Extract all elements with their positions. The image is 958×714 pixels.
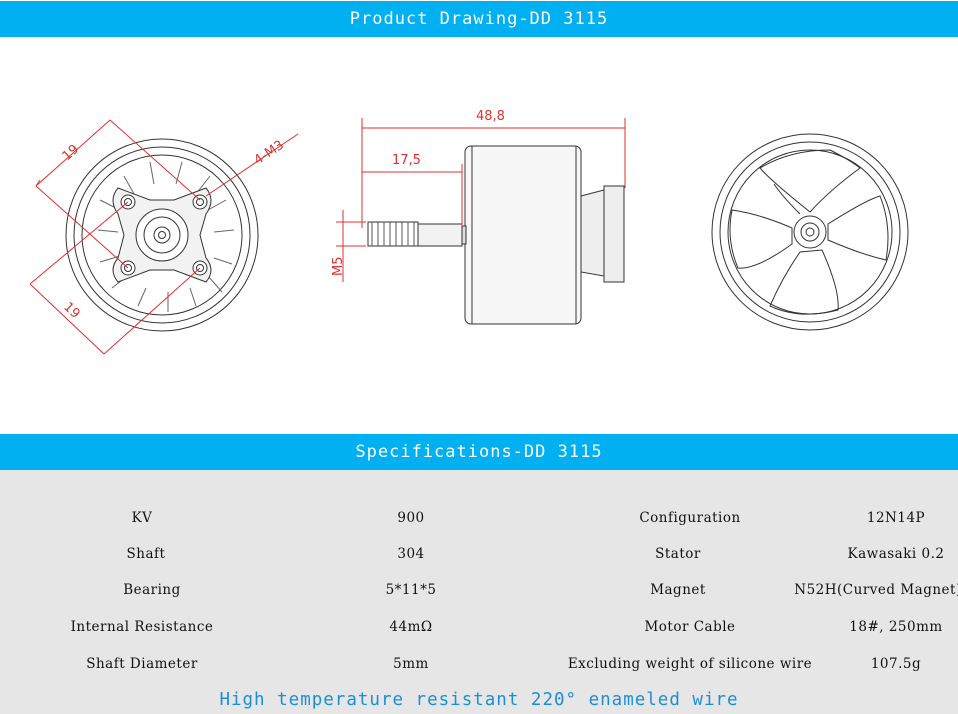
spec-label: KV [131,510,153,526]
specifications-title: Specifications-DD 3115 [355,442,603,462]
dim-shaft-length: 17,5 [392,153,421,168]
specifications-header: Specifications-DD 3115 [0,434,958,470]
spec-label: Motor Cable [644,619,736,635]
product-drawing-title: Product Drawing-DD 3115 [349,9,609,29]
motor-side-view [367,145,625,325]
spec-value: 5mm [393,656,429,672]
wire-note: High temperature resistant 220° enameled… [219,690,739,710]
motor-drawing-svg: 19 19 4-M3 48,8 17,5 M5 [29,109,909,355]
dim-m5: M5 [331,257,346,277]
spec-label: Bearing [123,582,181,598]
side-dimensions: 48,8 17,5 M5 [331,109,626,282]
dim-19-bottom: 19 [60,300,82,322]
product-drawing-header: Product Drawing-DD 3115 [0,1,958,37]
spec-value: 304 [397,546,425,562]
spec-value: 107.5g [870,656,922,672]
product-drawing: 19 19 4-M3 48,8 17,5 M5 [0,37,958,434]
specifications-table: KV 900 Configuration 12N14P Shaft 304 St… [0,470,958,714]
spec-label: Shaft Diameter [86,656,198,672]
dim-length: 48,8 [476,109,505,124]
spec-label: Configuration [639,510,741,526]
spec-value: Kawasaki 0.2 [847,546,945,562]
dim-19-top: 19 [60,142,82,164]
spec-value: 5*11*5 [385,582,437,598]
spec-value: N52H(Curved Magnet) [794,582,958,598]
spec-label: Internal Resistance [70,619,214,635]
spec-label: Excluding weight of silicone wire [567,656,813,672]
spec-value: 12N14P [866,510,926,526]
spec-label: Stator [655,546,701,562]
motor-top-view [711,133,909,331]
spec-value: 900 [397,510,425,526]
dim-4-m3: 4-M3 [251,138,286,169]
spec-value: 44mΩ [389,619,433,635]
spec-label: Magnet [650,582,706,598]
spec-value: 18#, 250mm [849,619,943,635]
spec-label: Shaft [126,546,166,562]
